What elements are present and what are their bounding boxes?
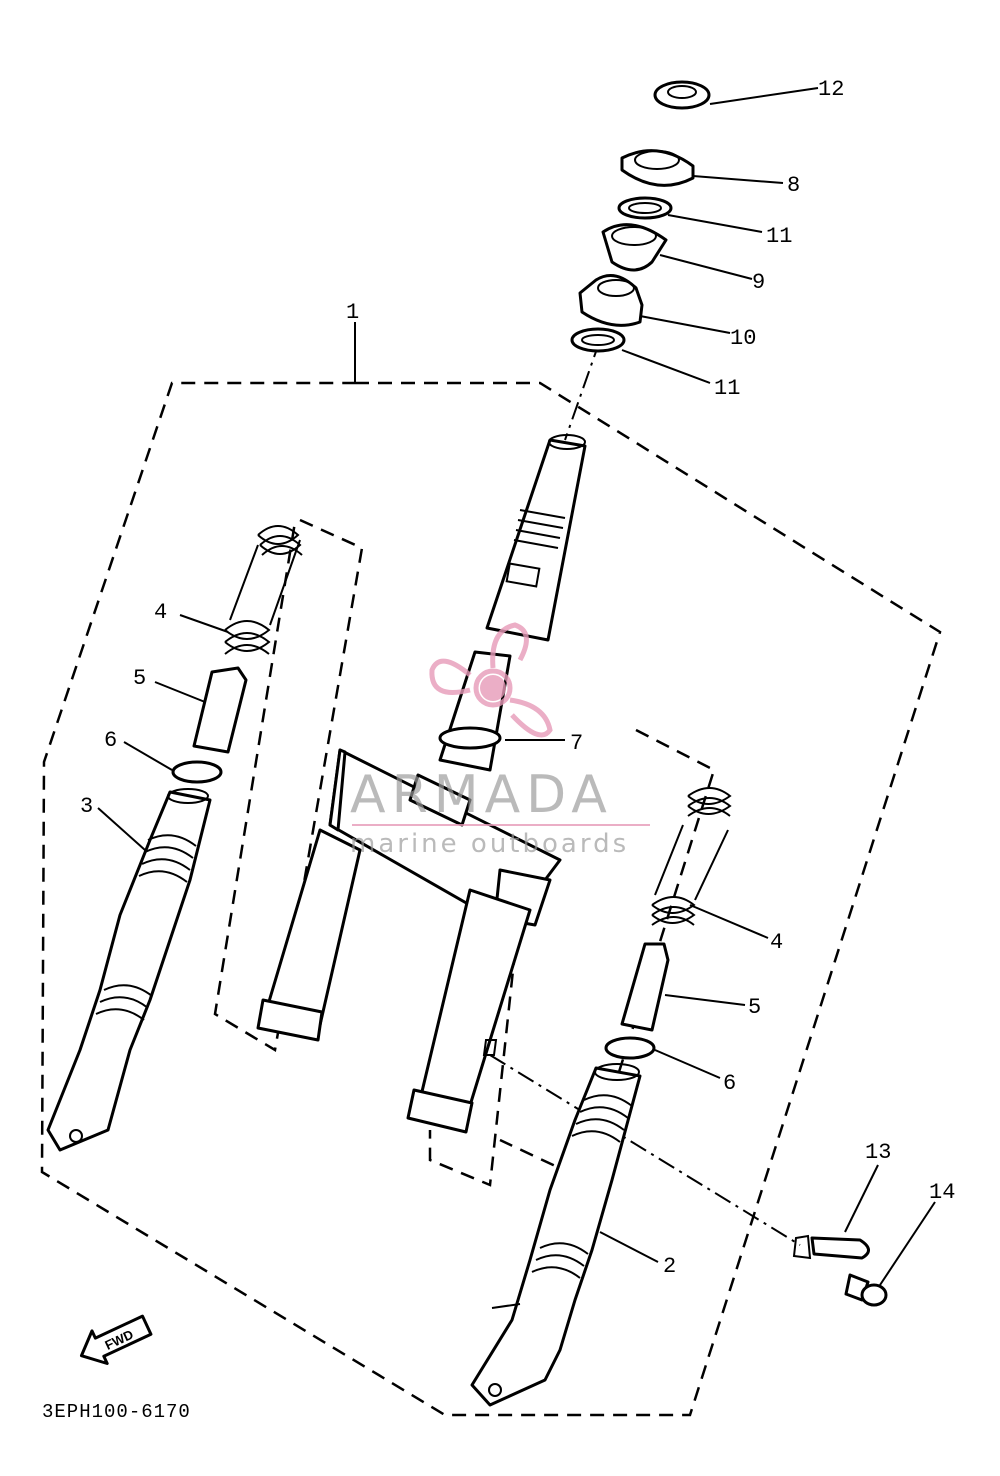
watermark-brand: ARMADA [350, 765, 613, 825]
upper-race-part [601, 223, 668, 272]
left-oring-part [171, 760, 223, 784]
locknut-part [653, 80, 711, 110]
right-outer-tube-part [470, 1063, 642, 1407]
left-piston-part [192, 666, 248, 754]
cotter-pin-part [792, 1234, 870, 1260]
propeller-hub-icon [480, 675, 506, 701]
callout-11-lower: 11 [714, 376, 740, 401]
right-piston-part [620, 942, 670, 1032]
bracket-left-tube-part [256, 828, 362, 1042]
callout-4-left: 4 [154, 600, 167, 625]
bracket-right-tube-part [406, 888, 532, 1134]
right-oring-part [604, 1036, 656, 1060]
watermark-tagline: marine outboards [350, 829, 629, 859]
bolt-part [844, 1273, 888, 1307]
callout-5-left: 5 [133, 666, 146, 691]
callout-9: 9 [752, 270, 765, 295]
callout-3: 3 [80, 794, 93, 819]
steering-stem-part [485, 434, 587, 642]
ball-race-upper-part [617, 196, 673, 220]
callout-1: 1 [346, 300, 359, 325]
callout-2: 2 [663, 1254, 676, 1279]
left-outer-tube-part [46, 788, 212, 1152]
bearing-cover-part [620, 149, 695, 187]
steering-axis-line [564, 339, 601, 441]
cotter-axis-line [489, 1054, 801, 1246]
callout-11-upper: 11 [766, 224, 792, 249]
callout-14: 14 [929, 1180, 955, 1205]
fwd-arrow-icon: FWD [79, 1314, 153, 1365]
watermark-logo: ARMADA marine outboards [350, 622, 650, 859]
callout-12: 12 [818, 77, 844, 102]
callout-6-right: 6 [723, 1071, 736, 1096]
right-spring-part [651, 787, 732, 926]
center-fork-boundary [428, 904, 522, 1187]
left-fork-boundary [213, 518, 364, 1053]
callout-10: 10 [730, 326, 756, 351]
leader-lines [97, 87, 936, 1286]
lower-race-part [578, 274, 644, 327]
drawing-code: 3EPH100-6170 [42, 1401, 191, 1423]
callout-6-left: 6 [104, 728, 117, 753]
under-bracket-part [328, 650, 562, 927]
ball-race-lower-part [570, 327, 626, 353]
callout-4-right: 4 [770, 930, 783, 955]
propeller-logo-icon [429, 622, 553, 738]
callout-5-right: 5 [748, 995, 761, 1020]
left-spring-part [224, 525, 303, 655]
callout-7: 7 [570, 731, 583, 756]
callout-13: 13 [865, 1140, 891, 1165]
callout-8: 8 [787, 173, 800, 198]
